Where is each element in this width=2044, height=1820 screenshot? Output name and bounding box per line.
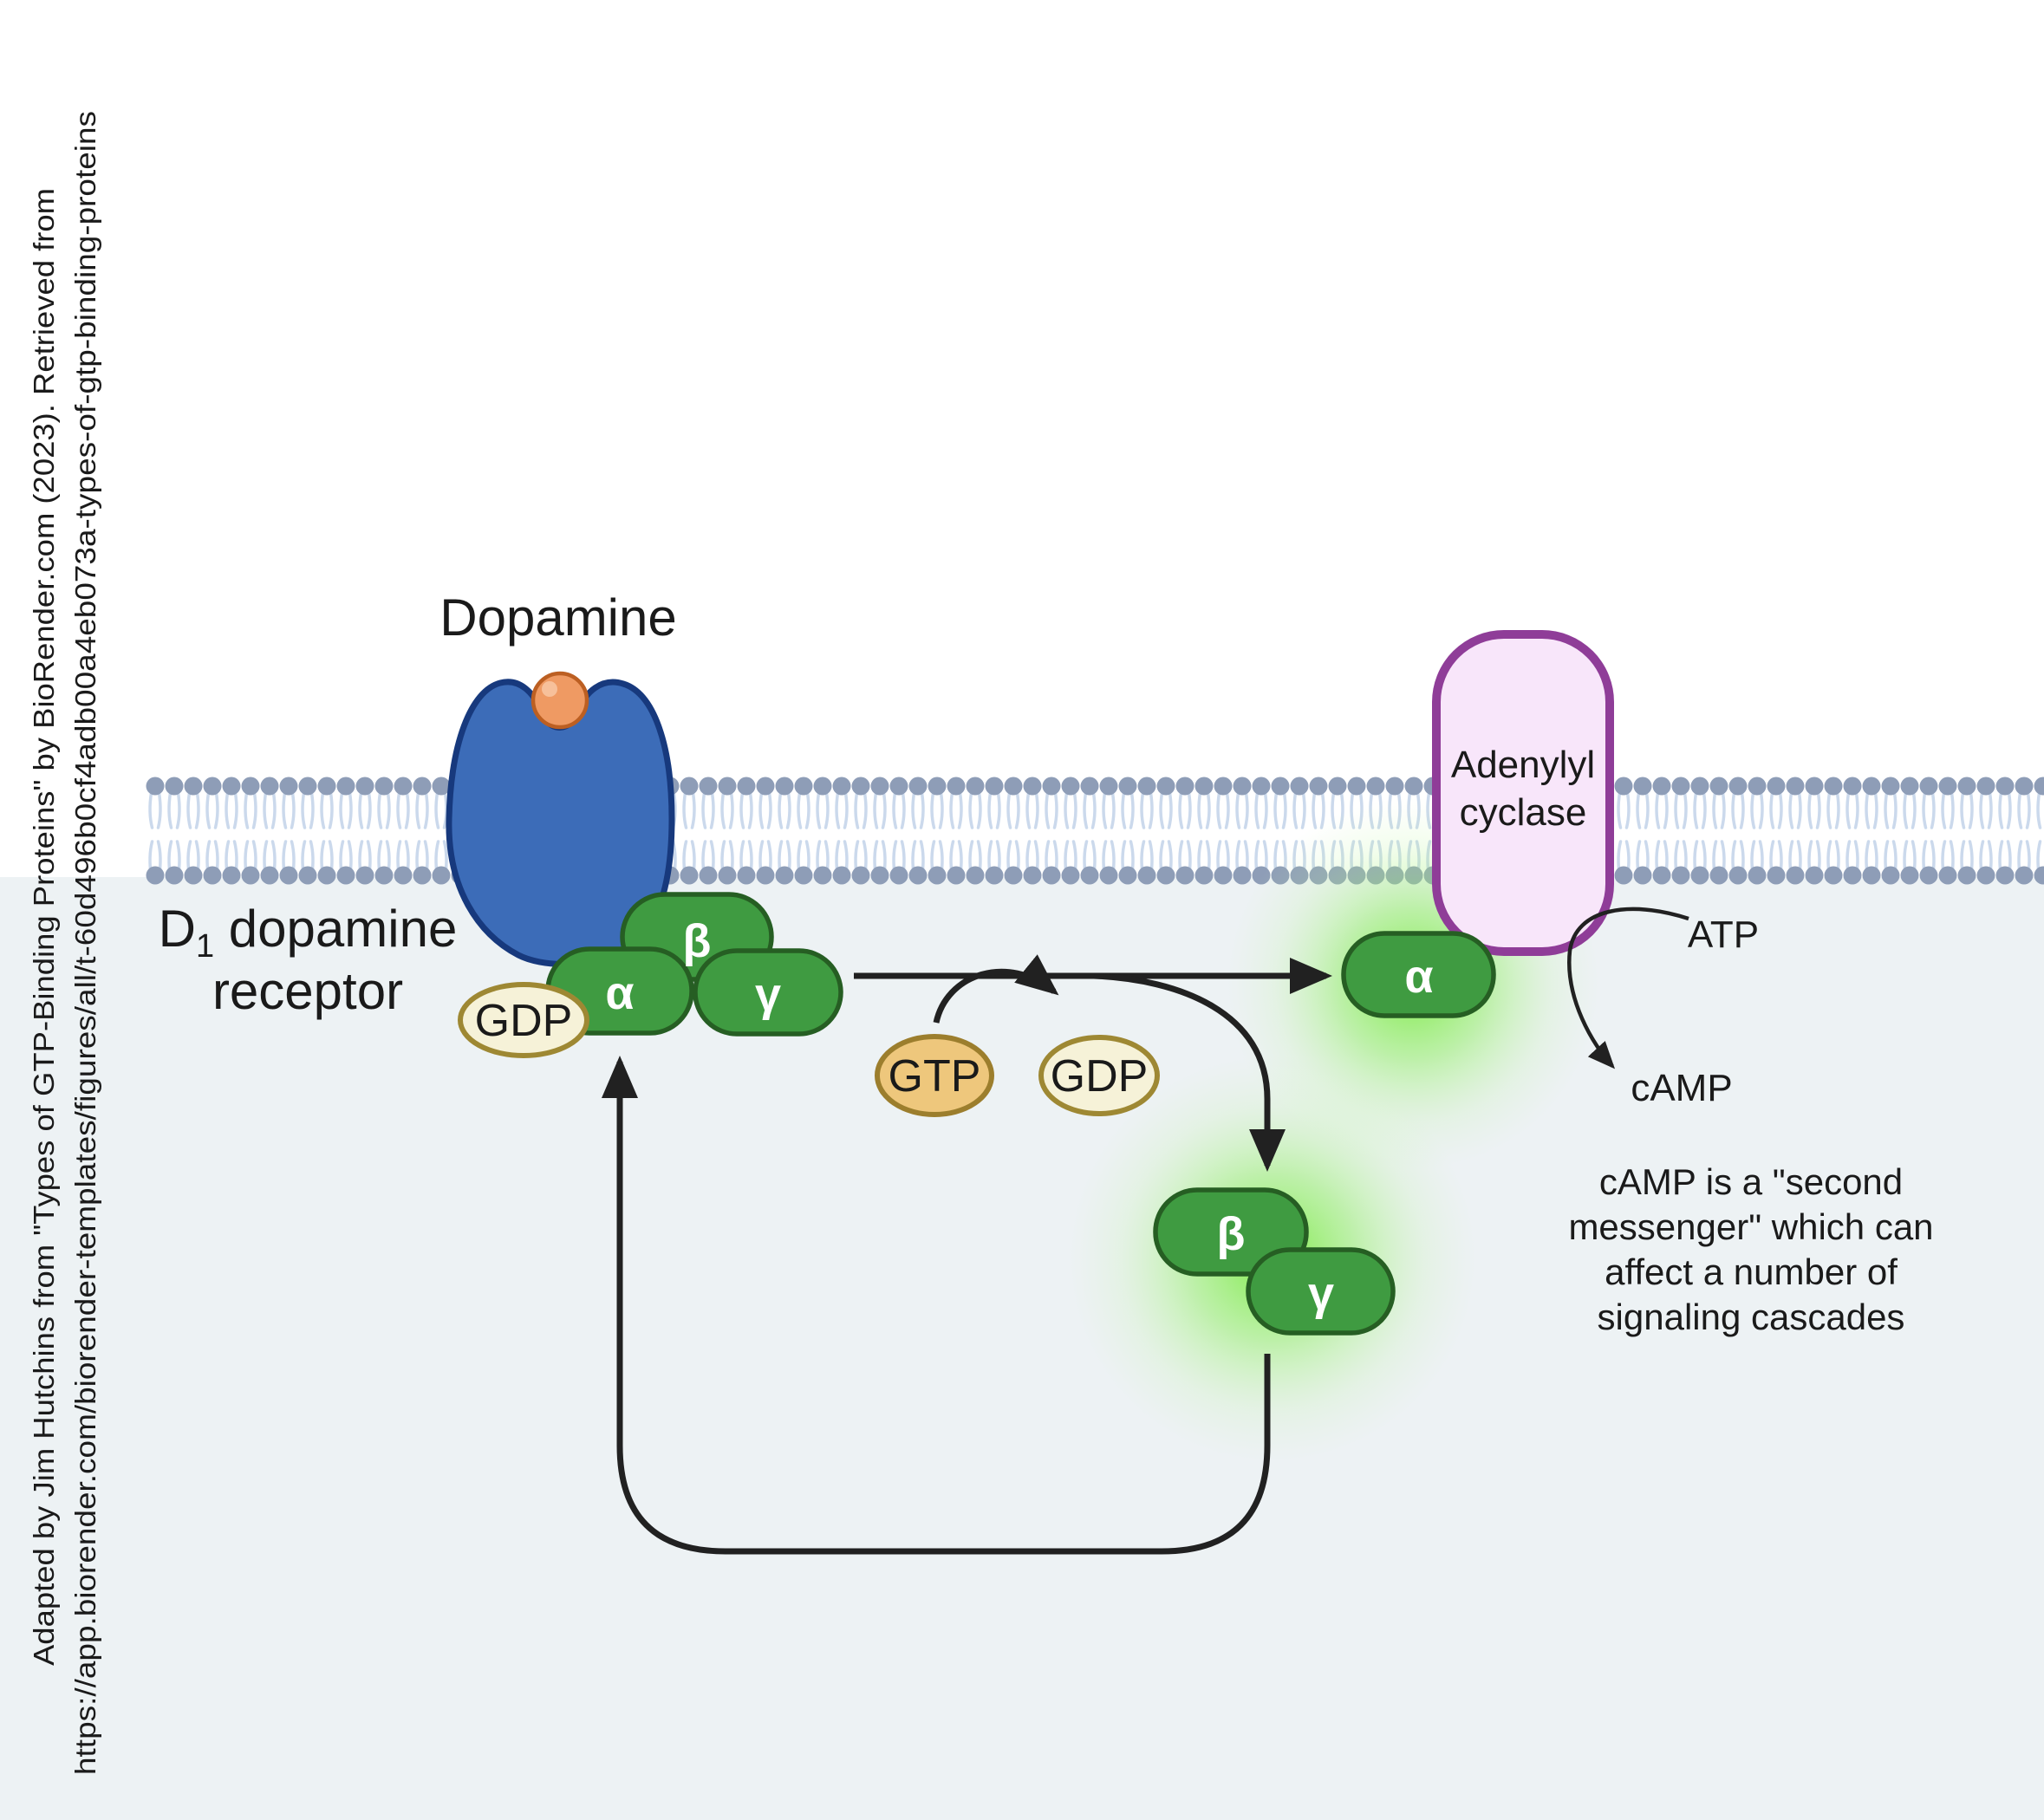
gdp-free-label: GDP	[1051, 1051, 1149, 1102]
note-line2: messenger" which can	[1568, 1206, 1933, 1247]
camp-label: cAMP	[1631, 1067, 1732, 1109]
note-line1: cAMP is a "second	[1599, 1161, 1903, 1202]
beta-letter: β	[683, 915, 712, 967]
receptor-label-subscript: 1	[196, 928, 214, 965]
beta-released-letter: β	[1217, 1208, 1246, 1260]
recycle-loop-arrow	[602, 1056, 1271, 1555]
dopamine-label: Dopamine	[439, 588, 677, 647]
alpha-letter: α	[605, 967, 634, 1019]
citation-line2: https://app.biorender.com/biorender-temp…	[69, 111, 101, 1775]
receptor-label-line1: D1 dopamine	[159, 900, 458, 965]
extracellular-background	[0, 0, 2044, 877]
gdp-bound-label: GDP	[475, 996, 573, 1046]
adenylyl-cyclase-label-line2: cyclase	[1460, 791, 1587, 834]
adenylyl-cyclase-label-line1: Adenylyl	[1451, 744, 1595, 786]
receptor-label-d: D	[159, 900, 196, 958]
receptor-label-rest: dopamine	[214, 900, 457, 958]
dopamine-ligand-icon	[531, 671, 589, 730]
gamma-letter: γ	[755, 969, 781, 1021]
alpha-subunit-active	[1341, 931, 1496, 1018]
cell-membrane	[146, 776, 2044, 894]
gtp-oval	[875, 1034, 994, 1117]
gamma-subunit-released	[1246, 1247, 1396, 1336]
alpha-active-letter: α	[1404, 951, 1433, 1003]
gdp-bound-oval	[458, 982, 589, 1058]
note-line4: signaling cascades	[1598, 1297, 1905, 1337]
gtp-label: GTP	[889, 1051, 981, 1102]
gdp-free-oval	[1038, 1035, 1160, 1116]
receptor-label-line2: receptor	[212, 962, 403, 1020]
gtp-gdp-exchange-arrow	[933, 954, 1059, 1024]
arrow-group	[602, 954, 1332, 1555]
d1-dopamine-receptor	[446, 679, 675, 968]
second-messenger-note: cAMP is a "second messenger" which can a…	[1568, 1161, 1933, 1337]
adenylyl-cyclase	[1432, 630, 1614, 956]
beta-gamma-release-arrow	[1093, 972, 1286, 1172]
atp-label: ATP	[1688, 913, 1759, 956]
citation-line1: Adapted by Jim Hutchins from "Types of G…	[28, 188, 60, 1666]
gamma-subunit	[693, 948, 843, 1037]
atp-to-camp-arrow	[1567, 907, 1689, 1069]
cytoplasm-background	[0, 877, 2044, 1820]
gamma-released-letter: γ	[1308, 1268, 1334, 1320]
dopamine-ligand-highlight	[542, 681, 557, 697]
note-line3: affect a number of	[1605, 1251, 1898, 1292]
